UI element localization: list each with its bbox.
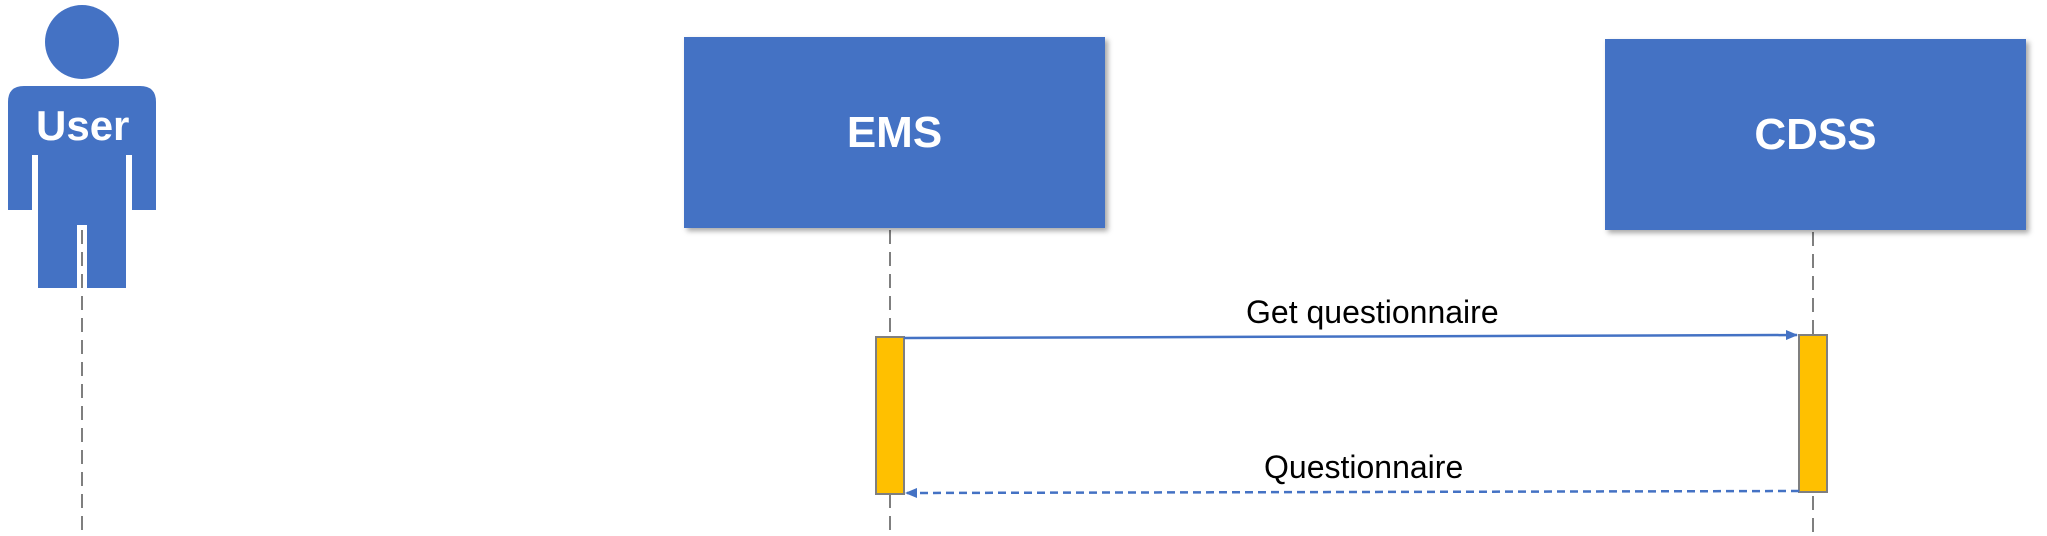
get-questionnaire-label: Get questionnaire	[1246, 294, 1499, 330]
cdss-activation-bar	[1798, 334, 1828, 493]
ems-box: EMS	[684, 37, 1105, 228]
ems-label: EMS	[846, 107, 943, 157]
cdss-label: CDSS	[1754, 109, 1877, 159]
cdss-box: CDSS	[1605, 39, 2026, 230]
user-actor-icon	[8, 5, 156, 288]
get-questionnaire-arrow	[903, 330, 1798, 341]
ems-activation-bar	[875, 336, 905, 495]
questionnaire-return-arrow	[905, 487, 1800, 498]
user-label: User	[36, 102, 130, 149]
questionnaire-label: Questionnaire	[1264, 449, 1464, 485]
